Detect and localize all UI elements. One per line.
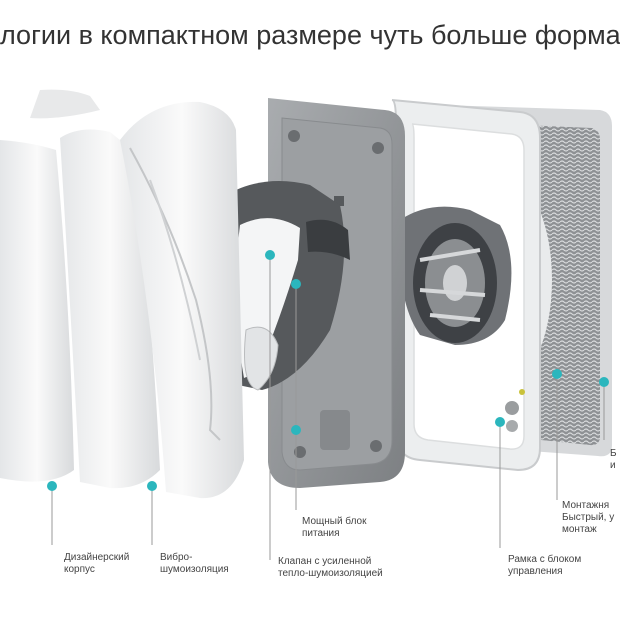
fan-motor-part [399, 206, 512, 345]
callout-markers [51, 255, 605, 560]
dot-design-housing [47, 481, 57, 491]
dot-power-unit-upper [291, 279, 301, 289]
headline: логии в компактном размере чуть больше ф… [0, 20, 620, 50]
label-vibro-isolation: Вибро-шумоизоляция [160, 552, 229, 575]
teal-dots [47, 250, 609, 491]
dot-control-frame [495, 417, 505, 427]
design-housing-part [0, 89, 100, 482]
dot-filter [599, 377, 609, 387]
vibro-isolation-part [60, 101, 244, 499]
dot-power-unit [291, 425, 301, 435]
dot-mounting [552, 369, 562, 379]
control-frame-part [391, 99, 541, 472]
dot-valve [265, 250, 275, 260]
dot-vibro-isolation [147, 481, 157, 491]
